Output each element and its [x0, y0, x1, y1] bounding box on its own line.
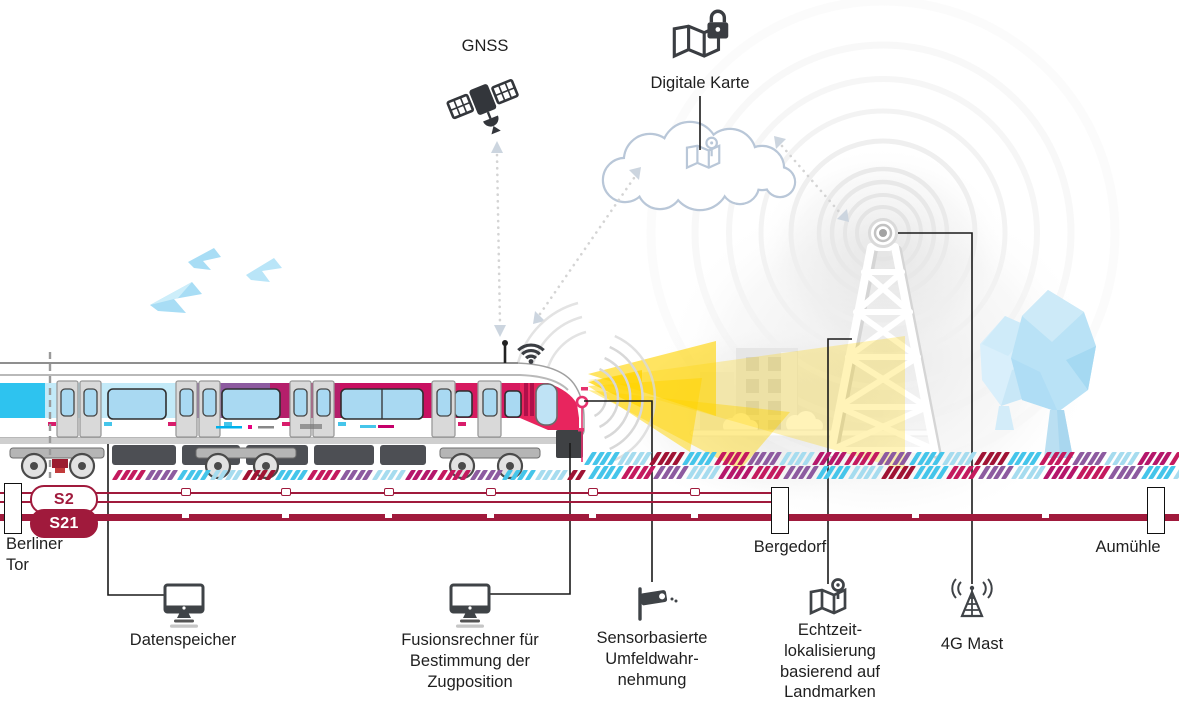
- cloud: [601, 120, 797, 212]
- trees: [980, 290, 1096, 458]
- data-links: [495, 144, 843, 326]
- mast-tower: [827, 218, 942, 460]
- map-lock-icon: [672, 9, 729, 58]
- digital-map-label: Digitale Karte: [650, 74, 750, 92]
- birds: [150, 248, 282, 313]
- monitor-icon: [449, 583, 491, 630]
- antenna-icon: [502, 340, 508, 363]
- train-radar-arcs: [516, 301, 657, 462]
- monitor-icon: [163, 583, 205, 630]
- cloud-map-pin-icon: [685, 136, 721, 169]
- station-label-berliner-tor: Berliner Tor: [6, 535, 63, 574]
- sensor-cones: [588, 336, 905, 470]
- station-label-bergedorf: Bergedorf: [753, 538, 827, 556]
- satellite-icon: [446, 78, 519, 135]
- equipment-label-4g-mast: 4G Mast: [940, 635, 1004, 653]
- undercarriage: [112, 430, 583, 465]
- station-marker-bergedorf: [771, 487, 789, 534]
- train-logos: [48, 422, 466, 429]
- bogies: [9, 447, 541, 480]
- station-label-aumuehle: Aumühle: [1095, 538, 1161, 556]
- equipment-label-sensorik: Sensorbasierte Umfeldwahr- nehmung: [596, 629, 708, 689]
- data-link-arrowheads: [491, 136, 849, 337]
- sbahn-train: [0, 340, 589, 480]
- radio-mast-icon: [951, 578, 993, 618]
- station-marker-aumuehle: [1147, 487, 1165, 534]
- livery-band: [0, 383, 579, 430]
- front-sensor-marker: [575, 387, 589, 462]
- equipment-label-fusionsrechner: Fusionsrechner für Bestimmung der Zugpos…: [401, 631, 539, 691]
- train-doors: [56, 380, 502, 438]
- equipment-label-echtzeitlokalisierung: Echtzeit- lokalisierung basierend auf La…: [780, 621, 880, 702]
- cctv-camera-icon: [638, 587, 678, 621]
- gnss-label: GNSS: [461, 37, 509, 55]
- train-windows: [107, 388, 522, 420]
- equipment-label-datenspeicher: Datenspeicher: [129, 631, 237, 649]
- line-badge-s21: S21: [30, 509, 98, 538]
- route-line-s2: [0, 501, 772, 503]
- wifi-icon: [517, 343, 545, 364]
- bushes: [723, 411, 823, 434]
- radio-waves: [646, 0, 1120, 470]
- station-marker-berliner-tor: [4, 483, 22, 534]
- map-pin-icon: [809, 578, 847, 615]
- buildings: [689, 348, 936, 437]
